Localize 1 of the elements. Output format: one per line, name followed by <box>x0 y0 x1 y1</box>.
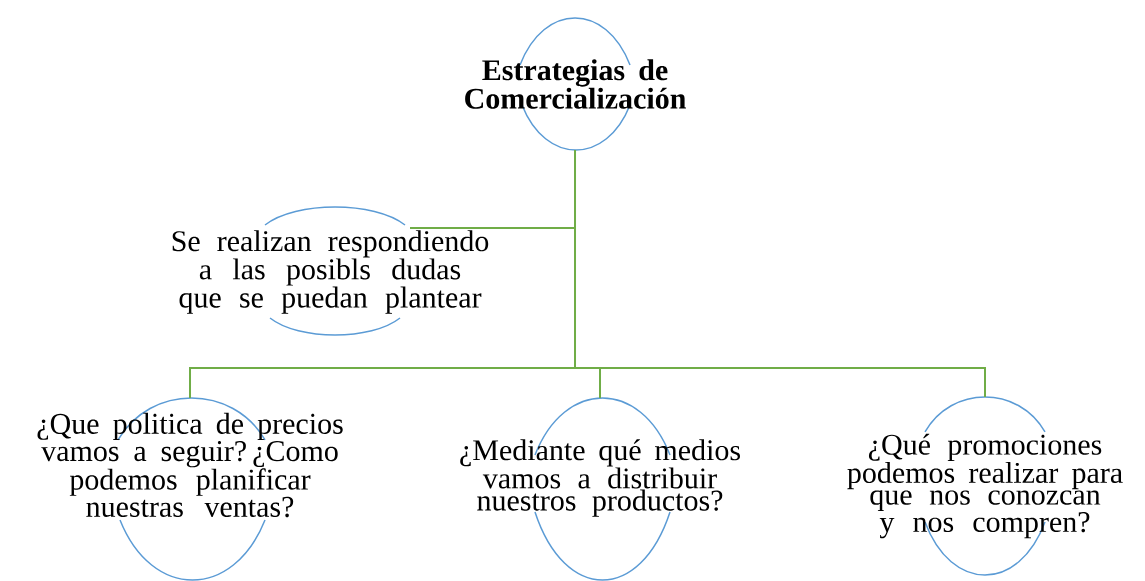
connector-line <box>574 149 986 398</box>
